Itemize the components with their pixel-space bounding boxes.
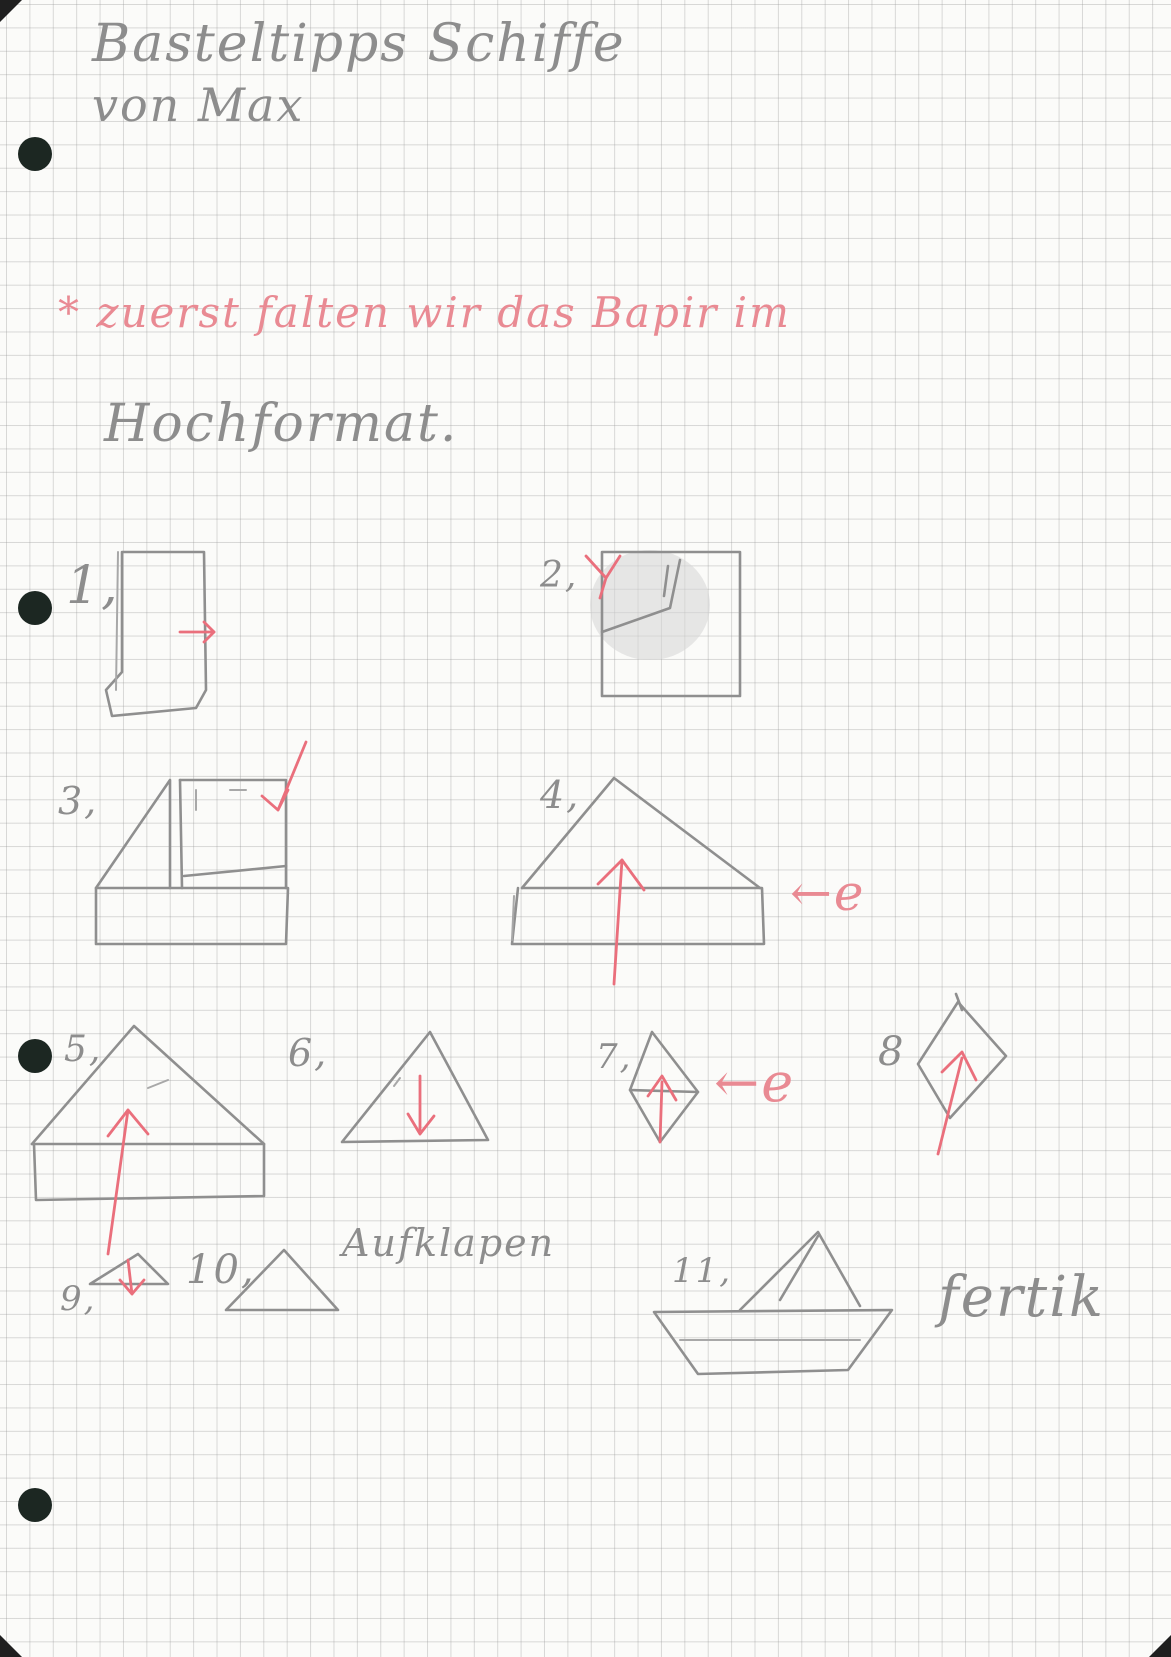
- step4-arrow-annotation: ←e: [790, 864, 866, 922]
- step-6-drawing: [340, 1030, 490, 1144]
- punch-hole: [18, 591, 52, 625]
- step-7-drawing: [628, 1030, 700, 1144]
- step-1-drawing: [104, 550, 216, 718]
- step7-arrow-annotation: ←e: [714, 1051, 796, 1114]
- punch-hole: [18, 137, 52, 171]
- step-9-drawing: [88, 1252, 170, 1296]
- step-3-drawing: [94, 740, 308, 946]
- unfold-annotation: Aufklapen: [342, 1221, 556, 1265]
- step-label: 7,: [596, 1037, 633, 1077]
- step-label: 9,: [60, 1279, 97, 1319]
- step-label: 6,: [288, 1031, 329, 1075]
- step-label: 5,: [64, 1029, 103, 1070]
- step-label: 10,: [186, 1247, 256, 1293]
- punch-hole: [18, 1488, 52, 1522]
- step-10-drawing: [224, 1248, 340, 1312]
- step-11-boat-drawing: [652, 1230, 894, 1376]
- step-2-drawing: [584, 550, 742, 698]
- instruction-line-1: * zuerst falten wir das Bapir im: [58, 288, 791, 337]
- step-label: 3,: [58, 779, 99, 823]
- step-label: 11,: [672, 1251, 733, 1291]
- step-label: 1,: [66, 556, 120, 616]
- step-label: 8: [878, 1029, 906, 1075]
- punch-hole: [18, 1039, 52, 1073]
- step-4-drawing: [510, 776, 766, 986]
- instruction-line-2: Hochformat.: [104, 394, 459, 454]
- done-annotation: fertik: [938, 1265, 1105, 1330]
- page-title-line-2: von Max: [92, 78, 305, 132]
- step-label: 2,: [540, 555, 579, 596]
- step-5-drawing: [30, 1024, 266, 1256]
- step-8-drawing: [916, 992, 1008, 1156]
- step-label: 4,: [540, 773, 581, 817]
- page-title-line-1: Basteltipps Schiffe: [92, 14, 626, 74]
